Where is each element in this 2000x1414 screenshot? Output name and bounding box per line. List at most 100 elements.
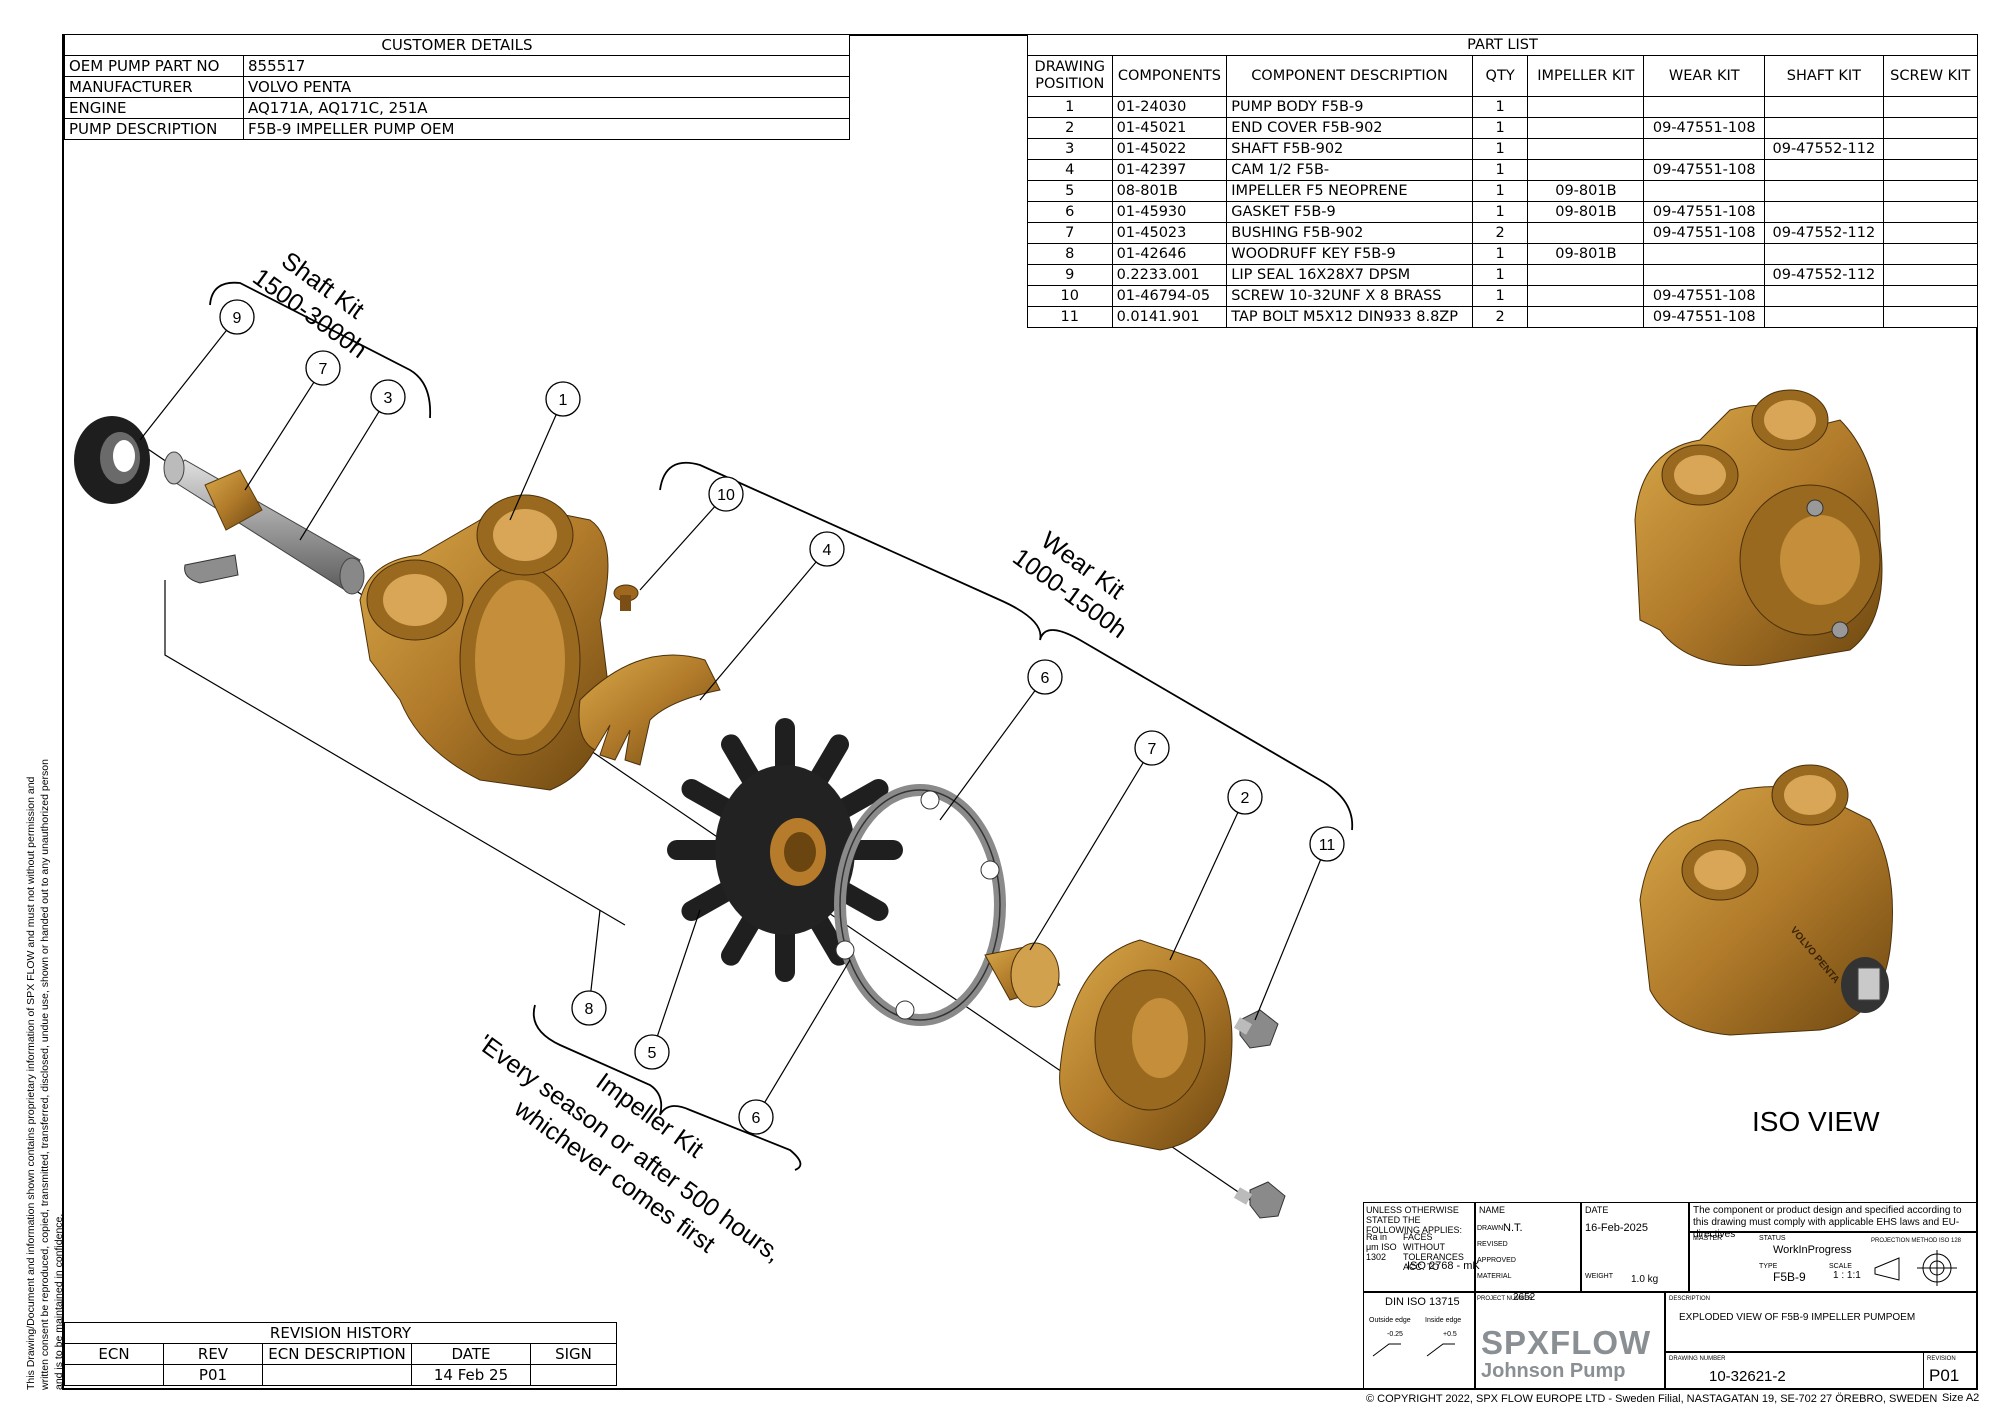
master-label: MASTER: [1693, 1235, 1723, 1242]
header-cell: REV: [163, 1343, 263, 1365]
part-list-header-cell: COMPONENTS: [1111, 55, 1228, 97]
revision-history-table: REVISION HISTORY ECN REV ECN DESCRIPTION…: [64, 1322, 617, 1386]
cell: 01-45023: [1111, 222, 1228, 244]
cell: 1: [1471, 201, 1529, 223]
part-list-header-cell: DRAWING POSITION: [1027, 55, 1113, 97]
table-row: P01 14 Feb 25: [64, 1364, 617, 1386]
cell: END COVER F5B-902: [1226, 117, 1473, 139]
drawing-number: 10-32621-2: [1709, 1368, 1786, 1385]
cell: [1527, 222, 1645, 244]
cell: [1527, 138, 1645, 160]
cell: 09-801B: [1527, 201, 1645, 223]
part-list-header-cell: COMPONENT DESCRIPTION: [1226, 55, 1473, 97]
cell: [1764, 201, 1884, 223]
cell: 1: [1471, 243, 1529, 265]
status-value: WorkInProgress: [1773, 1244, 1852, 1256]
spxflow-logo: SPXFLOW: [1481, 1324, 1652, 1361]
cell: 1: [1471, 264, 1529, 286]
cell: 2: [1471, 306, 1529, 328]
cell: 08-801B: [1111, 180, 1228, 202]
cell: 09-47551-108: [1643, 159, 1766, 181]
cell: VOLVO PENTA: [243, 76, 850, 98]
cell: [1882, 117, 1978, 139]
cell: 5: [1027, 180, 1113, 202]
cell: [1527, 285, 1645, 307]
date-label: DATE: [1585, 1205, 1609, 1215]
weight-value: 1.0 kg: [1631, 1274, 1659, 1285]
cell: CAM 1/2 F5B-: [1226, 159, 1473, 181]
cell: [1882, 243, 1978, 265]
cell: [262, 1364, 412, 1386]
cell: 09-47551-108: [1643, 285, 1766, 307]
drawing-frame: [62, 34, 1978, 1390]
compliance-note: The component or product design and spec…: [1693, 1205, 1962, 1240]
cell: 11: [1027, 306, 1113, 328]
cell: 09-47551-108: [1643, 201, 1766, 223]
description-value: EXPLODED VIEW OF F5B-9 IMPELLER PUMPOEM: [1679, 1312, 1916, 1323]
cell: [1527, 96, 1645, 118]
cell: [1764, 117, 1884, 139]
cell: 6: [1027, 201, 1113, 223]
cell: 09-801B: [1527, 180, 1645, 202]
cell: [1643, 180, 1766, 202]
customer-details-title: CUSTOMER DETAILS: [64, 34, 850, 56]
cell: PUMP DESCRIPTION: [64, 118, 244, 140]
drawn-date: 16-Feb-2025: [1585, 1222, 1648, 1234]
cell: [1764, 159, 1884, 181]
cell: 1: [1471, 138, 1529, 160]
cell: ENGINE: [64, 97, 244, 119]
cell: WOODRUFF KEY F5B-9: [1226, 243, 1473, 265]
edge-symbol-icon: [1372, 1343, 1455, 1357]
type-value: F5B-9: [1773, 1270, 1806, 1284]
cell: [1764, 180, 1884, 202]
project-number: 2652: [1513, 1292, 1536, 1303]
cell: 3: [1027, 138, 1113, 160]
cell: MANUFACTURER: [64, 76, 244, 98]
cell: [1882, 306, 1978, 328]
cell: 1: [1471, 117, 1529, 139]
cell: P01: [163, 1364, 263, 1386]
cell: 09-801B: [1527, 243, 1645, 265]
revision-value: P01: [1929, 1366, 1960, 1385]
header-cell: DATE: [411, 1343, 531, 1365]
cell: 8: [1027, 243, 1113, 265]
revised-label: REVISED: [1477, 1241, 1508, 1248]
inside-edge-label: Inside edge: [1425, 1317, 1462, 1324]
material-label: MATERIAL: [1477, 1273, 1512, 1280]
inside-edge-value: +0.5: [1443, 1331, 1457, 1338]
cell: 09-47551-108: [1643, 117, 1766, 139]
iso-view-label: ISO VIEW: [1752, 1106, 1880, 1137]
cell: 1: [1471, 159, 1529, 181]
cell: 4: [1027, 159, 1113, 181]
cell: 09-47551-108: [1643, 306, 1766, 328]
revision-header: ECN REV ECN DESCRIPTION DATE SIGN: [64, 1343, 617, 1365]
name-label: NAME: [1479, 1205, 1506, 1215]
cell: [1882, 222, 1978, 244]
drawn-name: N.T.: [1503, 1222, 1523, 1234]
cell: [1527, 159, 1645, 181]
outside-edge-label: Outside edge: [1369, 1317, 1411, 1324]
faces-note: FACES WITHOUT TOLERANCES ACC. TO: [1403, 1232, 1464, 1272]
cell: 10: [1027, 285, 1113, 307]
cell: [1882, 96, 1978, 118]
confidentiality-note: This Drawing/Document and information sh…: [25, 759, 65, 1390]
type-label: TYPE: [1759, 1263, 1778, 1270]
cell: 14 Feb 25: [411, 1364, 531, 1386]
cell: 01-42646: [1111, 243, 1228, 265]
cell: TAP BOLT M5X12 DIN933 8.8ZP: [1226, 306, 1473, 328]
cell: [1527, 306, 1645, 328]
